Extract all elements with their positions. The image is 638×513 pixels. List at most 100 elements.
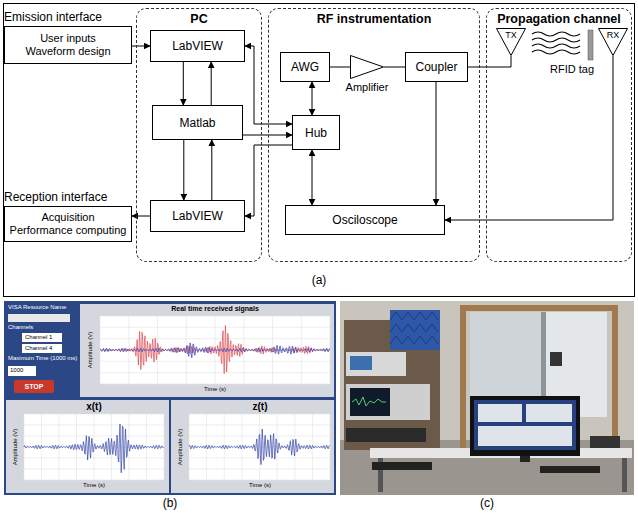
drawn-shape — [22, 333, 62, 342]
node-text: AWG — [291, 60, 319, 74]
connector — [312, 150, 313, 205]
process-box: AWG — [280, 52, 330, 82]
interface-heading: Reception interface — [4, 190, 132, 204]
connector — [312, 82, 313, 115]
text-label: Time (s) — [249, 482, 271, 489]
text-label: RFID tag — [550, 63, 594, 76]
drawn-shape — [478, 426, 572, 446]
connector — [468, 56, 511, 67]
process-box: Coupler — [405, 52, 468, 82]
signal-trace — [100, 343, 330, 358]
lab-photo — [340, 301, 634, 495]
plot-grid — [24, 414, 164, 480]
group-region: PCLabVIEWMatlabLabVIEW — [136, 8, 262, 262]
node-text: Osciloscope — [332, 213, 397, 227]
node-text: LabVIEW — [172, 39, 223, 53]
drawn-shape — [352, 397, 386, 406]
drawn-shape — [478, 404, 522, 422]
drawn-shape — [520, 456, 530, 462]
drawn-shape — [171, 400, 334, 493]
drawn-shape — [460, 305, 618, 311]
drawn-shape — [350, 388, 390, 416]
text-label: Amplitude (V) — [177, 429, 184, 465]
node-text: RX — [598, 30, 628, 40]
text-label: Real time received signals — [171, 305, 259, 313]
text-label: Channels — [8, 324, 33, 331]
drawn-shape — [612, 305, 618, 450]
drawn-shape — [14, 380, 54, 393]
drawn-shape — [550, 352, 562, 366]
triangle-shape — [350, 55, 384, 79]
text-label: z(t) — [253, 401, 268, 413]
drawn-shape — [340, 301, 634, 495]
text-label: Amplitude (V) — [87, 332, 94, 368]
drawn-shape — [8, 366, 36, 376]
text-label: (c) — [480, 497, 494, 511]
drawn-shape — [532, 44, 580, 48]
text-label: Maximum Time (1000 ms) — [8, 355, 77, 362]
text-label: 1000 — [10, 367, 23, 374]
drawn-shape — [532, 32, 580, 36]
drawn-shape — [540, 466, 600, 473]
connector — [132, 46, 150, 47]
radio-waves — [532, 32, 580, 54]
drawn-shape — [350, 356, 372, 370]
text-label: VISA Resource Name — [8, 304, 66, 311]
interface-heading: Emission interface — [4, 10, 132, 24]
signal-trace — [189, 429, 329, 465]
drawn-shape — [460, 305, 466, 450]
waveforms — [24, 316, 330, 480]
connector — [384, 67, 405, 68]
connector — [183, 140, 184, 200]
connector — [211, 62, 212, 105]
drawn-shape — [474, 400, 576, 450]
connector — [132, 216, 150, 217]
process-box: Hub — [292, 115, 340, 150]
text-label: (b) — [163, 497, 178, 511]
panel-frame — [4, 4, 635, 297]
drawn-shape — [4, 301, 336, 495]
plot-grid — [189, 414, 330, 480]
process-box: LabVIEW — [150, 200, 245, 232]
group-title: PC — [137, 9, 261, 27]
drawn-shape — [346, 428, 426, 442]
amplifier-label: Amplifier — [346, 81, 389, 94]
drawn-shape — [346, 384, 430, 420]
drawn-shape — [346, 352, 406, 376]
group-title: Propagation channel — [487, 9, 631, 27]
antenna-triangle — [599, 29, 628, 56]
drawn-shape — [372, 462, 432, 470]
antenna-triangle — [497, 29, 526, 56]
node-text: Hub — [305, 126, 327, 140]
text-label: Time (s) — [204, 386, 226, 393]
amplifier-triangle — [351, 56, 384, 79]
drawn-shape — [24, 414, 164, 480]
process-box: LabVIEW — [150, 30, 245, 62]
group-title: RF instrumentation — [269, 9, 479, 27]
drawn-shape — [590, 436, 620, 448]
drawn-shape — [622, 458, 627, 492]
node-text: User inputs Waveform design — [20, 32, 116, 58]
drawn-shape — [390, 312, 438, 344]
group-region: RF instrumentationAWG Amplifier CouplerHub… — [268, 8, 480, 262]
signal-trace — [24, 424, 164, 473]
node-text: Coupler — [415, 60, 457, 74]
node-text: Matlab — [179, 116, 215, 130]
text-label: x(t) — [86, 401, 102, 413]
connector — [183, 62, 184, 105]
text-label: (a) — [312, 274, 327, 288]
connector — [445, 56, 613, 220]
interface-box: User inputs Waveform design — [4, 26, 132, 64]
drawn-shape — [532, 38, 580, 42]
drawn-shape — [532, 50, 580, 54]
rfid-tag — [588, 30, 593, 60]
text-label: Channel 1 — [25, 334, 52, 341]
antenna-symbol: RX — [598, 28, 628, 56]
node-text: Acquisition Performance computing — [9, 211, 127, 237]
process-box: Matlab — [152, 105, 243, 140]
interface-box: Acquisition Performance computing — [4, 206, 132, 242]
connector — [330, 67, 350, 68]
drawn-shape — [6, 400, 169, 493]
